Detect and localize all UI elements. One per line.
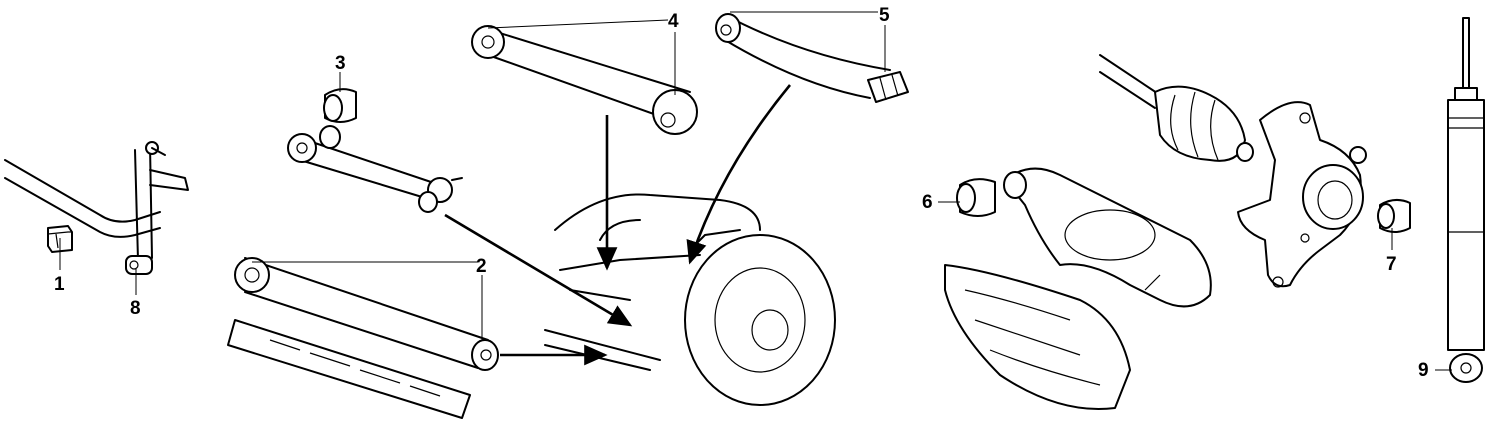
callout-1: 1 [54, 274, 65, 295]
lower-wishbone [1003, 167, 1212, 308]
driveshaft-boot [1099, 54, 1254, 162]
callout-5: 5 [879, 5, 890, 26]
part-2-lower-arm [234, 257, 499, 371]
wheel-knuckle [1237, 101, 1367, 288]
callout-7: 7 [1386, 254, 1397, 275]
callout-8: 8 [130, 298, 141, 319]
callout-6: 6 [922, 192, 933, 213]
part-5-curved-arm [715, 13, 909, 103]
callout-2: 2 [476, 256, 487, 277]
part-3-bushing [323, 88, 357, 123]
part-6-bushing [956, 178, 996, 217]
lateral-link-small [287, 125, 463, 213]
callout-leader-lines [59, 11, 1452, 371]
stabilizer-bar [4, 141, 189, 261]
callout-3: 3 [335, 53, 346, 74]
assembly-arrows [444, 84, 792, 366]
part-9-shock-absorber [1447, 17, 1485, 383]
underbody-cover-panel [227, 319, 471, 419]
splash-shield [944, 264, 1131, 411]
part-7-bushing [1377, 199, 1411, 233]
part-4-control-arm [471, 25, 698, 135]
callout-9: 9 [1418, 360, 1429, 381]
callout-4: 4 [668, 11, 679, 32]
part-8-stabilizer-link [125, 255, 153, 275]
